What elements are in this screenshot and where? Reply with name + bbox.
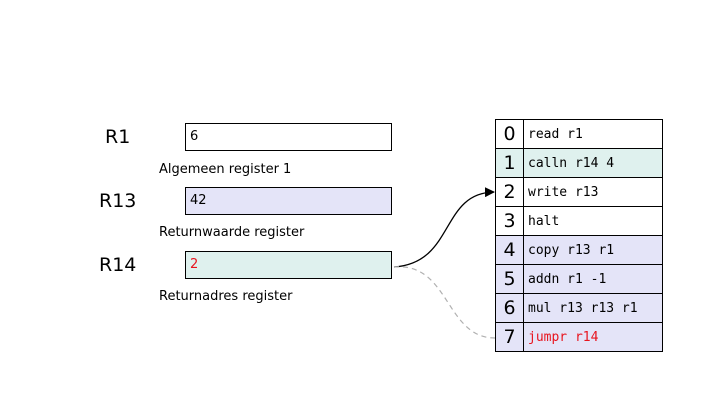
jump-source-dashed-line [393, 266, 496, 339]
memory-instruction: jumpr r14 [523, 322, 663, 352]
register-description-r1: Algemeen register 1 [159, 162, 292, 177]
register-name-r14: R14 [99, 254, 137, 276]
memory-instruction: write r13 [523, 177, 663, 207]
memory-row: 4 copy r13 r1 [495, 235, 663, 265]
register-name-r1: R1 [105, 126, 131, 148]
memory-index: 3 [495, 206, 524, 236]
memory-index: 4 [495, 235, 524, 265]
memory-index: 1 [495, 148, 524, 178]
memory-index: 7 [495, 322, 524, 352]
memory-instruction: addn r1 -1 [523, 264, 663, 294]
register-value-r1: 6 [185, 123, 392, 151]
memory-index: 5 [495, 264, 524, 294]
memory-instruction: halt [523, 206, 663, 236]
memory-table: 0 read r1 1 calln r14 4 2 write r13 3 ha… [495, 119, 663, 352]
memory-index: 2 [495, 177, 524, 207]
memory-instruction: copy r13 r1 [523, 235, 663, 265]
memory-row: 2 write r13 [495, 177, 663, 207]
register-description-r14: Returnadres register [159, 289, 293, 304]
memory-row: 5 addn r1 -1 [495, 264, 663, 294]
memory-instruction: read r1 [523, 119, 663, 149]
memory-instruction: mul r13 r13 r1 [523, 293, 663, 323]
memory-row: 7 jumpr r14 [495, 322, 663, 352]
memory-index: 0 [495, 119, 524, 149]
register-description-r13: Returnwaarde register [159, 225, 305, 240]
memory-index: 6 [495, 293, 524, 323]
memory-row: 6 mul r13 r13 r1 [495, 293, 663, 323]
memory-row: 3 halt [495, 206, 663, 236]
register-name-r13: R13 [99, 190, 137, 212]
register-value-r13: 42 [185, 187, 392, 215]
return-address-arrow [393, 187, 495, 268]
memory-instruction: calln r14 4 [523, 148, 663, 178]
memory-row: 1 calln r14 4 [495, 148, 663, 178]
memory-row: 0 read r1 [495, 119, 663, 149]
register-value-r14: 2 [185, 251, 392, 279]
